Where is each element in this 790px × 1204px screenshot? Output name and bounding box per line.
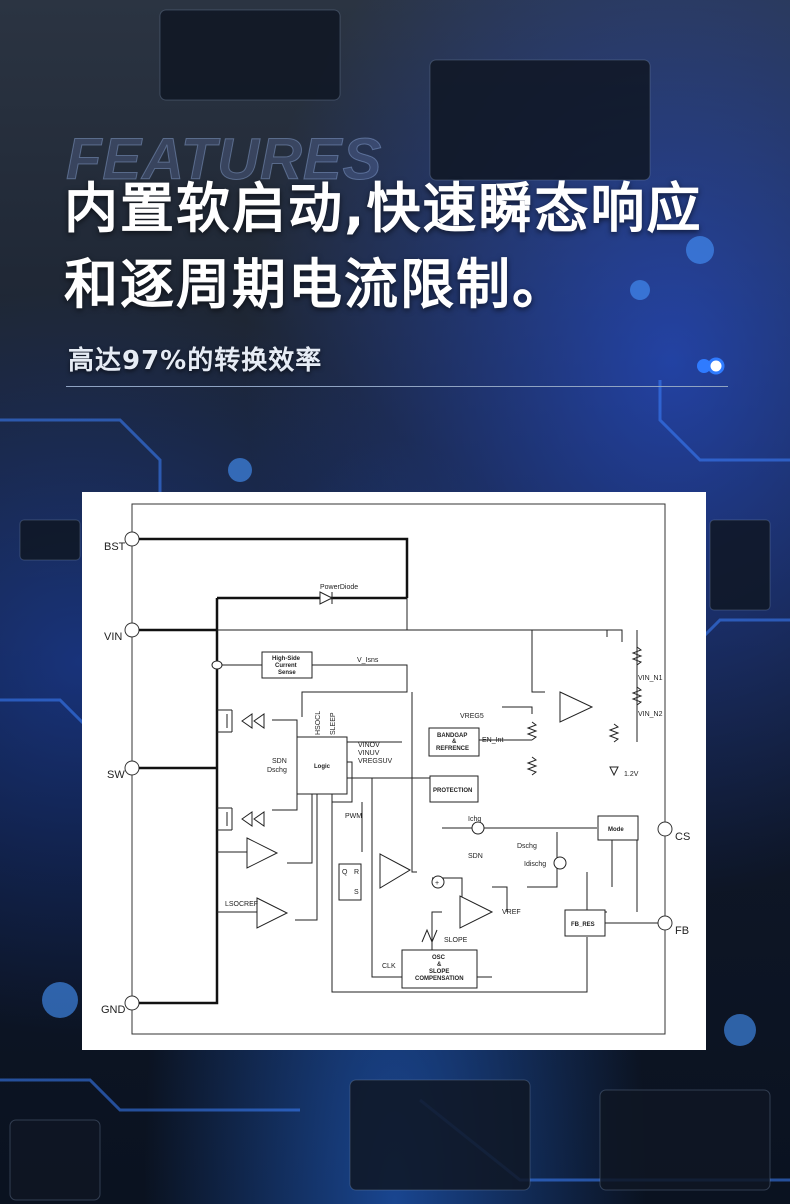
vreg5-label: VREG5 xyxy=(460,713,484,720)
vref-label: VREF xyxy=(502,909,521,916)
mode-block xyxy=(597,815,639,841)
dschg-label: Dschg xyxy=(267,767,287,774)
lsocref-label: LSOCREF xyxy=(225,901,258,908)
power-diode-icon xyxy=(319,591,334,605)
fb-label: FB xyxy=(675,925,689,937)
cs-label: CS xyxy=(675,831,690,843)
v12-label: 1.2V xyxy=(624,771,639,778)
svg-text:OSC: OSC xyxy=(432,955,446,961)
logic-block xyxy=(296,736,348,795)
summing-node-icon xyxy=(431,875,445,889)
clk-label: CLK xyxy=(382,963,396,970)
vin-n2-label: VIN_N2 xyxy=(638,711,663,718)
zener-icon xyxy=(609,766,619,777)
en-int-label: EN_Int xyxy=(482,737,503,744)
svg-text:Mode: Mode xyxy=(608,827,624,833)
gnd-label: GND xyxy=(101,1004,126,1016)
subtitle: 高达97%的转换效率 xyxy=(68,346,323,376)
osc-slope-compensation-block xyxy=(401,949,478,989)
ichg-source-icon xyxy=(471,821,485,835)
ls-comparator-2-icon xyxy=(256,897,289,929)
pwm-label: PWM xyxy=(345,813,362,820)
v-isns-label: V_Isns xyxy=(357,657,379,664)
svg-text:Sense: Sense xyxy=(278,670,296,676)
pwm-comparator-icon xyxy=(379,853,412,889)
ls-comparator-1-icon xyxy=(246,837,279,869)
svg-text:REFRENCE: REFRENCE xyxy=(436,746,469,752)
svg-text:PROTECTION: PROTECTION xyxy=(433,788,472,794)
svg-text:COMPENSATION: COMPENSATION xyxy=(415,976,464,982)
features-watermark: FEATURES xyxy=(65,127,383,193)
sw-pin xyxy=(124,760,140,776)
bst-label: BST xyxy=(104,541,126,553)
gnd-pin xyxy=(124,995,140,1011)
block-diagram-panel: BST VIN SW GND CS FB xyxy=(82,492,706,1050)
hsocl-label: HSOCL xyxy=(315,711,322,735)
vin-label: VIN xyxy=(104,631,122,643)
fb-pin xyxy=(657,915,673,931)
headline-line-2: 和逐周期电流限制。 xyxy=(64,253,568,316)
bst-pin xyxy=(124,531,140,547)
vin-divider-resistors xyxy=(526,646,643,776)
svg-text:Q: Q xyxy=(342,869,348,876)
toggle-dots-icon xyxy=(697,357,725,375)
headline-line-1: 内置软启动,快速瞬态响应 xyxy=(64,177,703,240)
svg-text:SLOPE: SLOPE xyxy=(429,969,449,975)
vregsuv-label: VREGSUV xyxy=(358,758,393,765)
sdn-label: SDN xyxy=(272,758,287,765)
svg-text:Logic: Logic xyxy=(314,764,331,770)
protection-block xyxy=(429,775,479,803)
sleep-label: SLEEP xyxy=(330,712,337,735)
high-side-mosfet-icon xyxy=(217,709,265,733)
svg-text:High-Side: High-Side xyxy=(272,656,301,662)
vinov-label: VINOV xyxy=(358,742,380,749)
cs-pin xyxy=(657,821,673,837)
svg-text:BANDGAP: BANDGAP xyxy=(437,733,467,739)
dschg2-label: Dschg xyxy=(517,843,537,850)
svg-text:+: + xyxy=(435,880,439,887)
divider-line xyxy=(66,386,728,387)
low-side-mosfet-icon xyxy=(217,807,265,831)
power-diode-label: PowerDiode xyxy=(320,584,358,591)
sr-latch-block xyxy=(338,863,362,901)
svg-text:&: & xyxy=(452,739,457,745)
vinuv-label: VINUV xyxy=(358,750,380,757)
sdn2-label: SDN xyxy=(468,853,483,860)
slope-ramp-icon xyxy=(421,928,438,944)
slope-label: SLOPE xyxy=(444,937,468,944)
svg-text:S: S xyxy=(354,889,359,896)
block-diagram: BST VIN SW GND CS FB xyxy=(101,503,690,1035)
svg-text:R: R xyxy=(354,869,359,876)
vin-pin xyxy=(124,622,140,638)
high-side-current-sense-block xyxy=(261,651,313,679)
fb-res-block xyxy=(564,909,606,937)
vin-n1-label: VIN_N1 xyxy=(638,675,663,682)
svg-text:FB_RES: FB_RES xyxy=(571,922,595,928)
idischg-source-icon xyxy=(553,856,567,870)
error-amplifier-icon xyxy=(459,895,494,929)
ichg-label: Ichg xyxy=(468,816,481,823)
regulator-amplifier-icon xyxy=(559,691,594,723)
svg-text:&: & xyxy=(437,962,442,968)
sw-label: SW xyxy=(107,769,125,781)
idischg-label: Idischg xyxy=(524,861,546,868)
bandgap-block xyxy=(428,727,480,757)
svg-text:Current: Current xyxy=(275,663,297,669)
